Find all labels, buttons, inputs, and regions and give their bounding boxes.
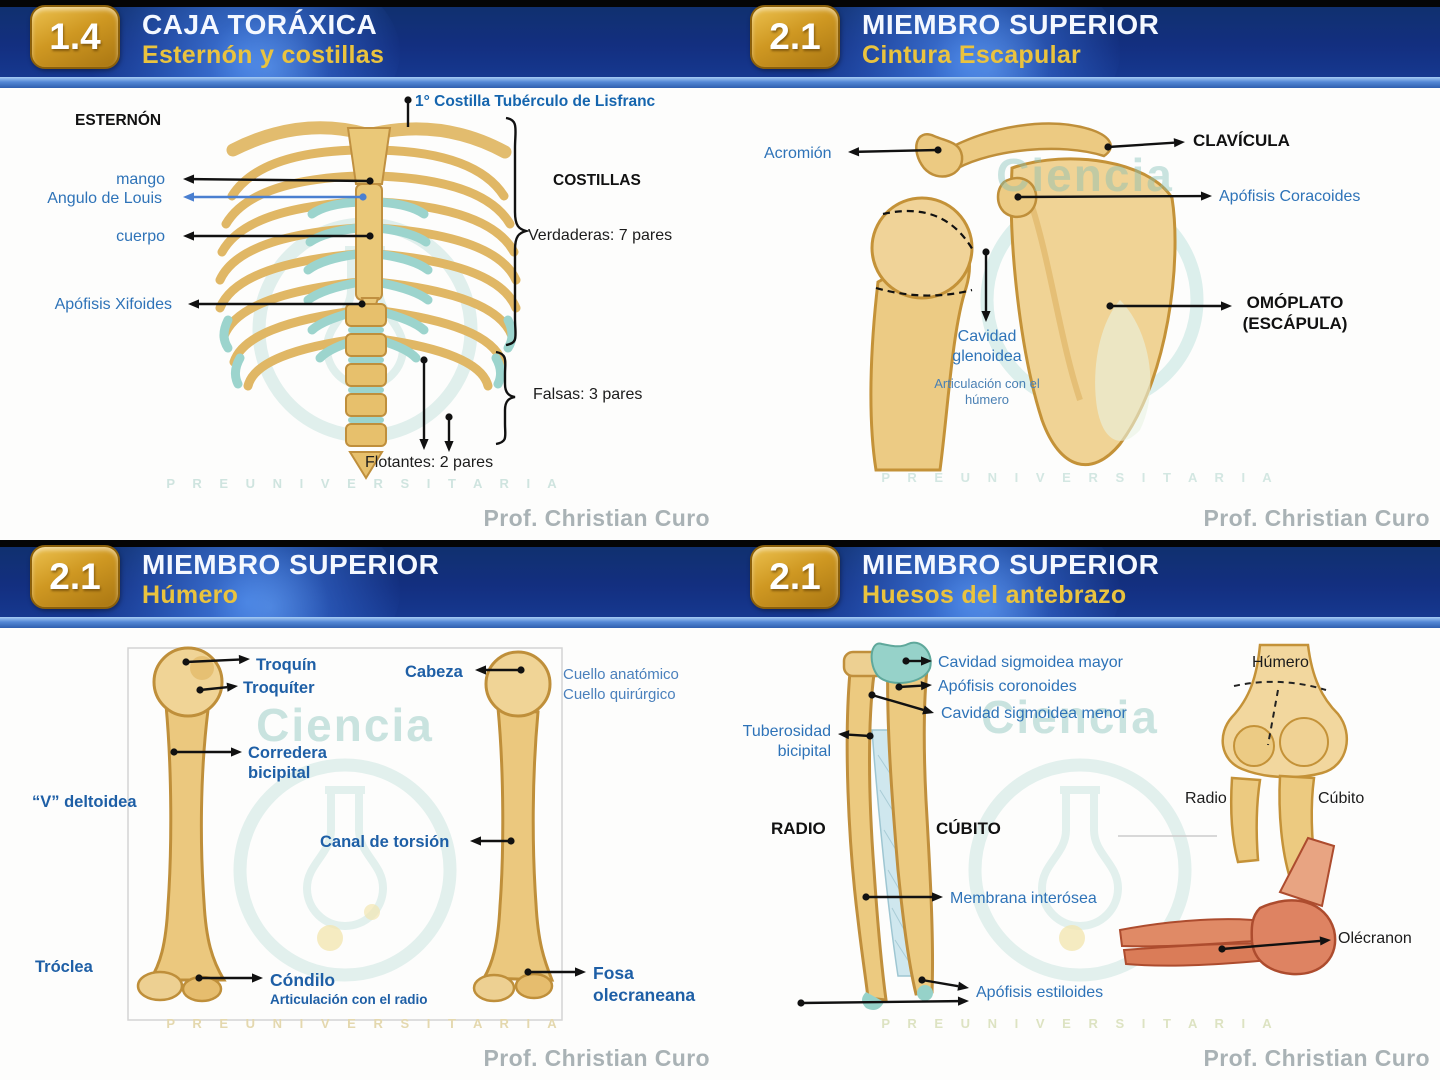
label-cabeza: Cabeza (405, 663, 463, 681)
slide-header (0, 547, 720, 617)
slide-top-border (720, 0, 1440, 7)
label-tuberosidad-bicipital: Tuberosidad bicipital (742, 723, 831, 760)
author-credit: Prof. Christian Curo (1203, 505, 1430, 531)
slide-title: MIEMBRO SUPERIOR (142, 549, 440, 580)
slide-top-border (0, 0, 720, 7)
label-angulo-de-louis: Angulo de Louis (47, 190, 162, 207)
label-radio-inset: Radio (1185, 790, 1227, 807)
slide-badge: 1.4 (30, 5, 120, 69)
label-condilo: Cóndilo (270, 970, 336, 990)
header-accent-strip (0, 617, 720, 628)
label-esternon: ESTERNÓN (75, 112, 162, 129)
label-apofisis-coronoides: Apófisis coronoides (938, 678, 1077, 695)
annotation-layer (848, 138, 1232, 322)
slide-title: MIEMBRO SUPERIOR (862, 549, 1160, 580)
slide-header (720, 547, 1440, 617)
label-cubito-inset: Cúbito (1318, 790, 1365, 807)
slide-top-border (720, 540, 1440, 547)
annotation-layer (170, 654, 586, 983)
label-cubito-titulo: CÚBITO (936, 819, 1001, 838)
label-omoplato-escapula: OMÓPLATO (ESCÁPULA) (1242, 293, 1348, 334)
label-olecranon: Olécranon (1338, 930, 1412, 947)
label-troquiter: Troquíter (243, 679, 315, 697)
label-flotantes: Flotantes: 2 pares (365, 454, 494, 471)
label-humero-inset: Húmero (1252, 654, 1309, 671)
header-titles: MIEMBRO SUPERIOR Cintura Escapular (862, 9, 1159, 70)
label-apofisis-xifoides: Apófisis Xifoides (54, 296, 172, 313)
label-mango: mango (116, 171, 165, 188)
label-falsas: Falsas: 3 pares (533, 386, 643, 403)
label-primera-costilla: 1° Costilla Tubérculo de Lisfranc (415, 93, 656, 110)
label-cavidad-sigmoidea-mayor: Cavidad sigmoidea mayor (938, 654, 1123, 671)
watermark-preuniversitaria: P R E U N I V E R S I T A R I A (881, 470, 1279, 485)
label-apofisis-coracoides: Apófisis Coracoides (1219, 188, 1361, 205)
slide-subtitle: Cintura Escapular (862, 41, 1082, 70)
shoulder-girdle-illustration (869, 122, 1204, 472)
label-cuerpo: cuerpo (116, 228, 165, 245)
slide-top-border (0, 540, 720, 547)
label-v-deltoidea: “V” deltoidea (32, 793, 137, 811)
slide-subtitle: Húmero (142, 581, 239, 610)
label-clavicula: CLAVÍCULA (1193, 131, 1290, 150)
costillas-braces (495, 116, 531, 446)
label-articulacion-con-radio: Articulación con el radio (270, 992, 428, 1007)
watermark-word: Ciencia (996, 149, 1174, 201)
label-costillas: COSTILLAS (553, 172, 641, 189)
label-fosa-olecraneana: Fosa olecraneana (593, 963, 696, 1005)
watermark-word: Ciencia (981, 691, 1159, 743)
author-credit: Prof. Christian Curo (1203, 1045, 1430, 1071)
slide-header (720, 7, 1440, 77)
label-apofisis-estiloides: Apófisis estiloides (976, 984, 1104, 1001)
slide-subtitle: Esternón y costillas (142, 41, 385, 70)
header-titles: MIEMBRO SUPERIOR Huesos del antebrazo (862, 549, 1159, 610)
slide-title: MIEMBRO SUPERIOR (862, 9, 1160, 40)
label-layer: ESTERNÓN 1° Costilla Tubérculo de Lisfran… (0, 0, 720, 540)
header-titles: MIEMBRO SUPERIOR Húmero (142, 549, 439, 610)
author-credit: Prof. Christian Curo (483, 505, 710, 531)
forearm-bones-illustration (842, 641, 1349, 1010)
slide-badge: 2.1 (750, 545, 840, 609)
slide-subtitle: Huesos del antebrazo (862, 581, 1127, 610)
annotation-layer (183, 96, 454, 452)
label-articulacion-con-humero: Articulación con el húmero (934, 376, 1040, 408)
slide-caja-toraxica: ESTERNÓN 1° Costilla Tubérculo de Lisfran… (0, 0, 720, 540)
label-troquin: Troquín (256, 656, 317, 674)
header-titles: CAJA TORÁXICA Esternón y costillas (142, 9, 384, 70)
label-cavidad-sigmoidea-menor: Cavidad sigmoidea menor (941, 705, 1127, 722)
label-acromion: Acromión (764, 145, 832, 162)
slide-title: CAJA TORÁXICA (142, 9, 378, 40)
author-credit: Prof. Christian Curo (483, 1045, 710, 1071)
annotation-layer (797, 656, 1331, 1007)
header-accent-strip (720, 77, 1440, 88)
watermark-preuniversitaria: P R E U N I V E R S I T A R I A (881, 1016, 1279, 1031)
label-cavidad-glenoidea: Cavidad glenoidea (952, 328, 1022, 365)
watermark-preuniversitaria: P R E U N I V E R S I T A R I A (166, 476, 564, 491)
slide-badge: 2.1 (750, 5, 840, 69)
label-radio-titulo: RADIO (771, 819, 826, 838)
slide-body: ESTERNÓN 1° Costilla Tubérculo de Lisfran… (0, 0, 720, 540)
slide-badge: 2.1 (30, 545, 120, 609)
label-cuello-anatomico: Cuello anatómico (563, 666, 679, 683)
label-cuello-quirurgico: Cuello quirúrgico (563, 686, 676, 703)
header-accent-strip (720, 617, 1440, 628)
label-verdaderas: Verdaderas: 7 pares (528, 227, 673, 244)
label-troclea: Tróclea (35, 958, 93, 976)
ribcage-illustration (215, 116, 531, 480)
label-membrana-interosea: Membrana interósea (950, 890, 1097, 907)
label-corredera-bicipital: Corredera bicipital (248, 744, 327, 783)
header-accent-strip (0, 77, 720, 88)
humerus-illustration (127, 646, 563, 1021)
watermark-word: Ciencia (256, 699, 434, 751)
label-canal-de-torsion: Canal de torsión (320, 833, 450, 851)
watermark-preuniversitaria: P R E U N I V E R S I T A R I A (166, 1016, 564, 1031)
